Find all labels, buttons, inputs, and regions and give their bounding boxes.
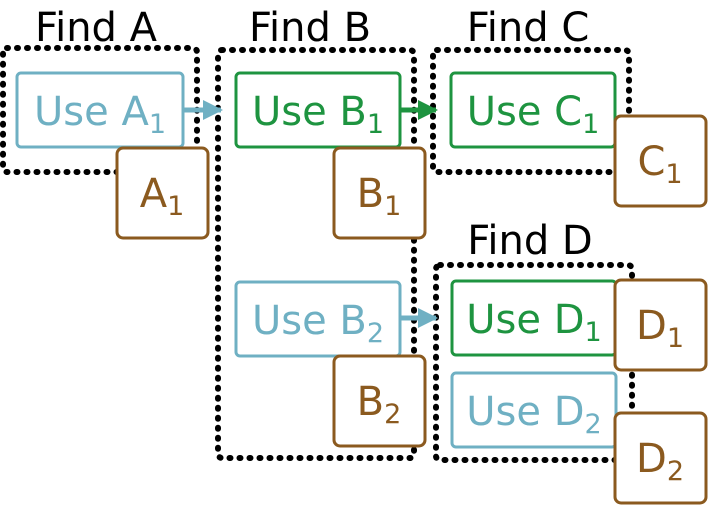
svg-text:A1: A1 [140, 171, 185, 222]
result-c1-box: C1 [613, 114, 708, 208]
use-b1-box: Use B1 [234, 71, 402, 149]
svg-text:Use B2: Use B2 [252, 298, 384, 349]
svg-text:D1: D1 [636, 303, 684, 354]
svg-text:Use D2: Use D2 [466, 389, 601, 440]
find-a-label: Find A [35, 5, 158, 51]
find-b-label: Find B [249, 5, 371, 51]
svg-text:Use D1: Use D1 [466, 297, 601, 348]
result-b1-box: B1 [332, 146, 427, 240]
svg-text:Use C1: Use C1 [467, 89, 600, 140]
find-c-group [430, 47, 632, 175]
find-c-label: Find C [467, 5, 590, 51]
svg-text:B2: B2 [357, 379, 402, 430]
result-b2-box: B2 [332, 354, 427, 448]
svg-text:D2: D2 [636, 436, 684, 487]
svg-text:B1: B1 [357, 171, 402, 222]
result-d1-box: D1 [613, 278, 708, 372]
svg-text:Use B1: Use B1 [252, 89, 384, 140]
use-b2-box: Use B2 [234, 280, 402, 358]
use-c1-box: Use C1 [449, 71, 617, 149]
use-a1-box: Use A1 [15, 71, 185, 149]
find-d-label: Find D [467, 218, 592, 264]
result-d2-box: D2 [613, 411, 708, 505]
svg-text:C1: C1 [637, 139, 682, 190]
find-b-group [215, 47, 417, 461]
use-d2-box: Use D2 [450, 371, 618, 449]
svg-text:Use A1: Use A1 [34, 89, 166, 140]
result-a1-box: A1 [115, 146, 210, 240]
use-d1-box: Use D1 [450, 279, 618, 357]
